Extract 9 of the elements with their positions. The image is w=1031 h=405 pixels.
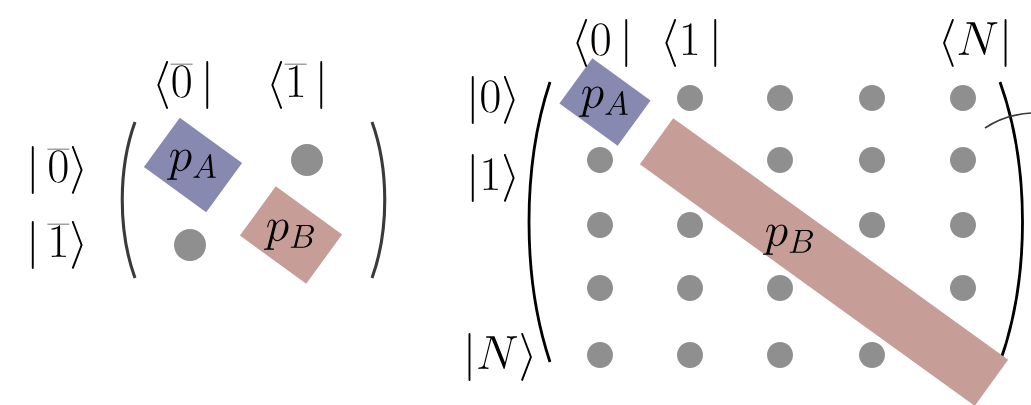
ket-label: $|\,\overline{1}\rangle$ [31,221,83,269]
probability-box: $p_B$ [239,186,343,284]
bra-label: $\langle\overline{1}\,|$ [271,61,323,109]
ket-label: $|\,\overline{0}\rangle$ [31,146,83,194]
probability-box: $p_A$ [143,117,243,213]
ket-label: $|N\rangle$ [468,333,532,381]
ket-label: $|0\rangle$ [471,76,515,124]
ket-label: $|1\rangle$ [471,154,515,202]
probability-bar: $p_B$ [639,118,1009,405]
